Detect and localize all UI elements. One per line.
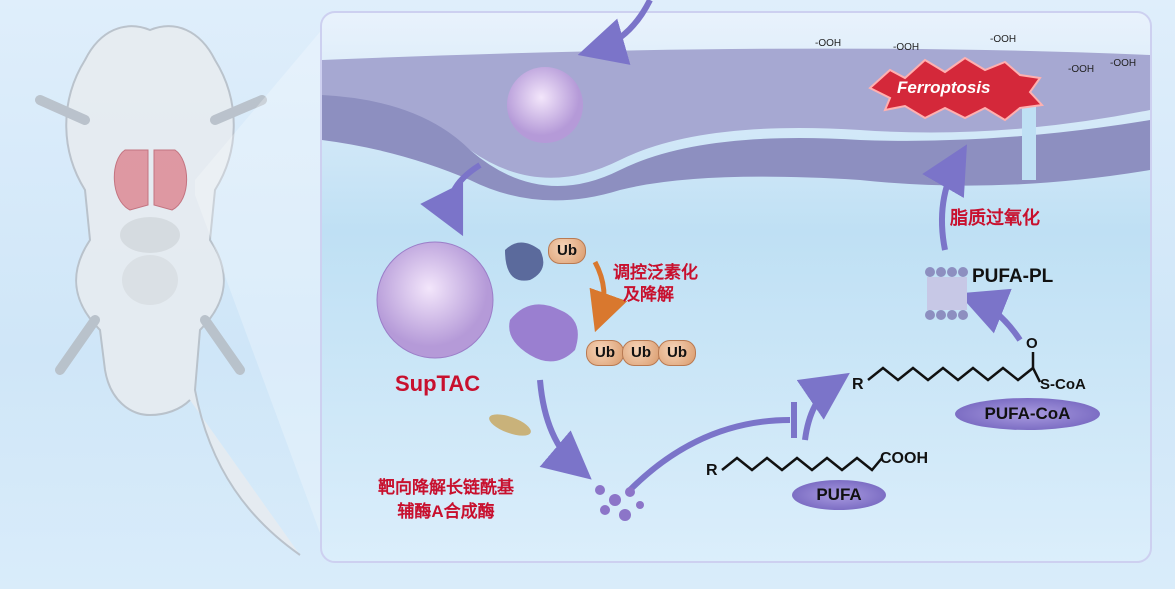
pufa-cooh: COOH xyxy=(880,450,928,467)
pufa-coa-structure xyxy=(867,366,1042,383)
ooh-label: -OOH xyxy=(990,34,1017,45)
pufa-coa-scoa: S-CoA xyxy=(1040,376,1086,393)
ubiquitin-chain-2: Ub xyxy=(622,340,660,366)
pufa-coa-badge: PUFA-CoA xyxy=(955,398,1100,430)
pufa-pl-label: PUFA-PL xyxy=(972,266,1054,287)
ferroptosis-burst xyxy=(868,56,1045,122)
ooh-label: -OOH xyxy=(893,42,920,53)
helix-protein xyxy=(489,414,531,436)
protein-fragments xyxy=(595,485,644,521)
ubiquitination-label: 调控泛素化 及降解 xyxy=(613,263,698,304)
ooh-label: -OOH xyxy=(1068,64,1095,75)
pufa-coa-r: R xyxy=(852,376,864,393)
pufa-pl-bilayer xyxy=(925,267,968,320)
pufa-badge: PUFA xyxy=(792,480,886,510)
pufa-coa-o: O xyxy=(1026,335,1038,352)
suptac-nanoparticle xyxy=(376,241,494,359)
ubiquitin-single: Ub xyxy=(548,238,586,264)
ferroptosis-label: Ferroptosis xyxy=(897,78,991,97)
pufa-structure xyxy=(721,456,883,472)
ubiquitin-chain-1: Ub xyxy=(586,340,624,366)
pufa-r: R xyxy=(706,462,718,479)
ooh-label: -OOH xyxy=(815,38,842,49)
suptac-in-membrane xyxy=(507,67,583,143)
degradation-label: 靶向降解长链酰基 辅酶A合成酶 xyxy=(378,478,514,521)
mouse-illustration xyxy=(35,25,301,556)
suptac-label: SupTAC xyxy=(395,371,481,396)
ubiquitin-chain-3: Ub xyxy=(658,340,696,366)
ooh-label: -OOH xyxy=(1110,58,1137,69)
lipid-peroxidation-label: 脂质过氧化 xyxy=(950,208,1040,228)
